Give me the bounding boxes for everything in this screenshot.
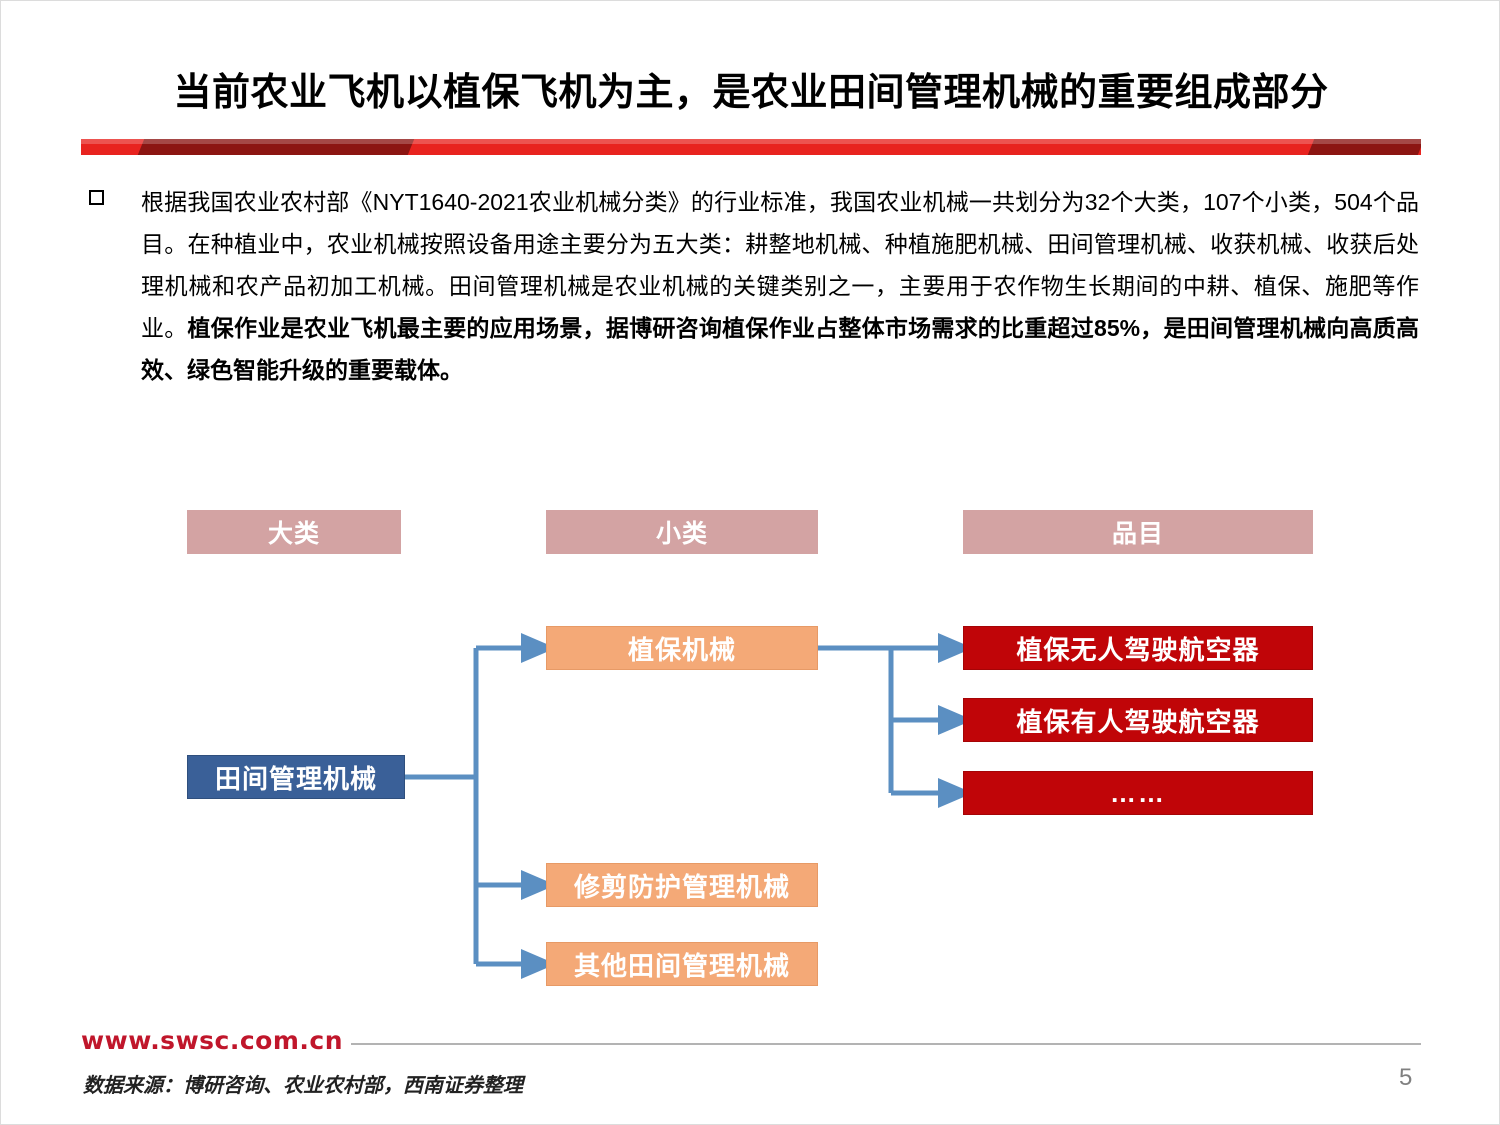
column-header-major-category: 大类 [187,510,401,554]
node-unmanned-aerial-vehicle[interactable]: 植保无人驾驶航空器 [963,626,1313,670]
accent-gloss [81,139,1421,144]
site-url[interactable]: www.swsc.com.cn [81,1026,344,1055]
page-number: 5 [1399,1064,1413,1091]
footer-divider [351,1043,1421,1045]
footer-block: www.swsc.com.cn [81,1026,1421,1066]
paragraph-bold-text: 植保作业是农业飞机最主要的应用场景，据博研咨询植保作业占整体市场需求的比重超过8… [141,315,1419,383]
ellipsis-label: …… [1110,777,1166,808]
column-header-subcategory: 小类 [546,510,818,554]
title-block: 当前农业飞机以植保飞机为主，是农业田间管理机械的重要组成部分 [81,71,1421,156]
body-paragraph: 根据我国农业农村部《NYT1640-2021农业机械分类》的行业标准，我国农业机… [141,181,1419,391]
node-plant-protection-machinery[interactable]: 植保机械 [546,626,818,670]
node-ellipsis[interactable]: …… [963,771,1313,815]
title-accent-rule [81,139,1421,155]
square-bullet-icon [89,190,104,205]
node-manned-aerial-vehicle[interactable]: 植保有人驾驶航空器 [963,698,1313,742]
node-field-management-machinery[interactable]: 田间管理机械 [187,755,405,799]
node-other-field-management-machinery[interactable]: 其他田间管理机械 [546,942,818,986]
connector-lines [405,633,973,979]
body-block: 根据我国农业农村部《NYT1640-2021农业机械分类》的行业标准，我国农业机… [89,181,1419,391]
node-pruning-protection-machinery[interactable]: 修剪防护管理机械 [546,863,818,907]
paragraph-normal-text: 根据我国农业农村部《NYT1640-2021农业机械分类》的行业标准，我国农业机… [141,189,1419,341]
page-title: 当前农业飞机以植保飞机为主，是农业田间管理机械的重要组成部分 [173,72,1329,114]
column-header-item: 品目 [963,510,1313,554]
source-note: 数据来源：博研咨询、农业农村部，西南证券整理 [83,1075,523,1097]
classification-flow-diagram: 大类 小类 品目 田间管理机械 植保机械 修剪防护管理机械 其他田间管理机械 植… [1,471,1500,1016]
